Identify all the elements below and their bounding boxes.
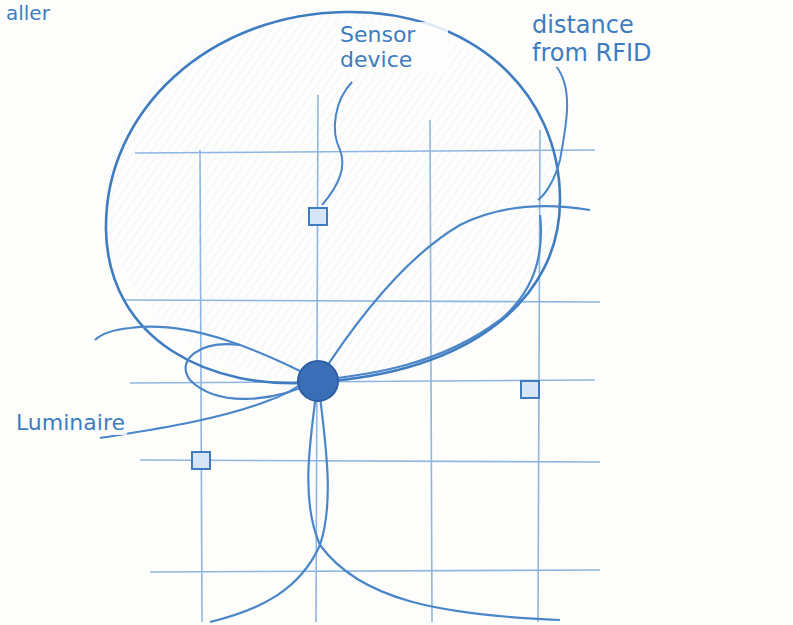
grid [125, 95, 600, 622]
label-holder: distance from RFID [530, 12, 680, 67]
sensor-square [192, 208, 539, 469]
handwritten-label: Luminaire [14, 410, 127, 435]
luminaire-dot [298, 361, 338, 401]
lobe-curves [95, 206, 590, 622]
handwritten-label: aller [4, 2, 52, 25]
leader-line [100, 66, 567, 438]
label-holder: aller [4, 2, 94, 25]
handwritten-label: Sensor device [338, 22, 448, 73]
label-holder: Luminaire [14, 410, 144, 435]
handwritten-label: distance from RFID [530, 12, 680, 67]
label-holder: Sensor device [338, 22, 448, 73]
